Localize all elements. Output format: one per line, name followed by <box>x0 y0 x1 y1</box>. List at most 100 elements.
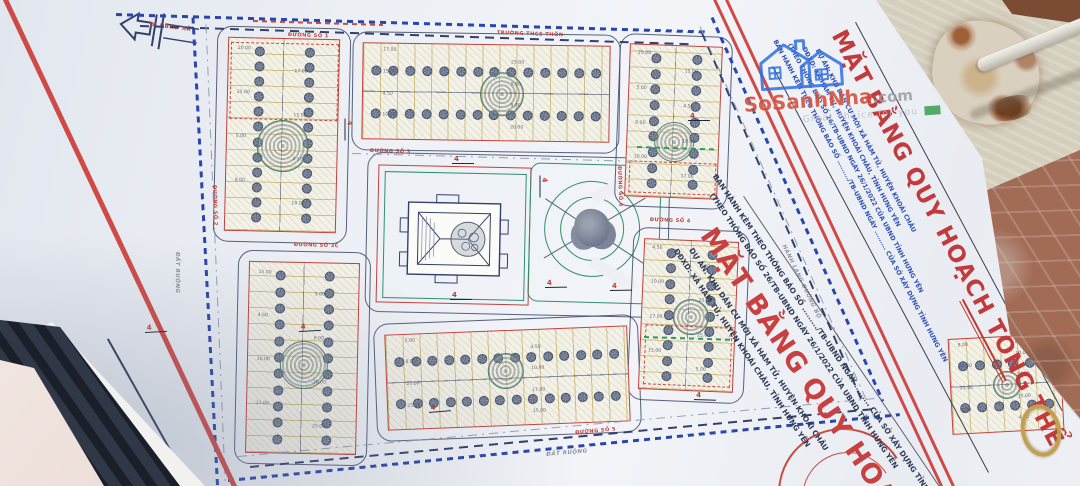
tree-icon <box>303 92 314 103</box>
lot-dimension: 20.00 <box>698 298 712 305</box>
lot-dimension: 15.00 <box>258 269 272 275</box>
lot-dimension: 25.00 <box>311 423 326 430</box>
lot-dimension: 10.00 <box>531 365 545 372</box>
tree-icon <box>663 309 674 320</box>
tree-icon <box>322 369 333 380</box>
tree-icon <box>702 372 713 384</box>
lot-dimension: 10.00 <box>291 201 305 207</box>
boundary-dashed-line <box>249 407 878 468</box>
road-centerline <box>205 24 227 486</box>
tree-icon <box>252 152 263 163</box>
park-path <box>591 229 645 265</box>
section-marker-line <box>344 118 346 141</box>
school-label: TRƯỜNG THCS THÔN <box>496 30 564 39</box>
tree-icon <box>489 109 500 121</box>
section-marker: 4 <box>688 112 710 121</box>
section-marker-number: 4 <box>146 323 152 332</box>
lot-dimension: 5.00 <box>960 407 972 413</box>
tree-icon <box>443 354 455 366</box>
lot-dimension: 10.00 <box>650 279 665 286</box>
tree-icon <box>272 434 283 445</box>
tree-icon <box>690 85 702 97</box>
tree-icon <box>690 101 701 112</box>
tree-icon <box>254 91 265 102</box>
corridor-label: HÀNH LANG ĐƯỜNG BỘ <box>780 244 822 320</box>
tree-icon <box>273 368 284 379</box>
tree-icon <box>506 67 517 78</box>
tree-icon <box>689 132 700 144</box>
lot-dimension: 20.00 <box>312 380 327 386</box>
lot-dimension: 20.00 <box>237 45 251 51</box>
lot-dimension: 10.00 <box>256 357 270 363</box>
lot-dimension: 4.50 <box>683 104 694 110</box>
lot-dimension: 8.00 <box>635 120 646 126</box>
road-curb-frame <box>233 249 372 467</box>
tree-icon <box>321 418 332 430</box>
tree-icon <box>522 110 533 121</box>
tree-icon <box>324 271 335 282</box>
tree-icon <box>371 108 382 119</box>
section-marker-number: 4 <box>540 177 549 183</box>
tree-icon <box>993 401 1005 412</box>
tree-icon <box>254 61 266 72</box>
lot-dimension: 10.00 <box>382 112 396 119</box>
red-dashed-subzone <box>642 323 733 388</box>
section-marker-number: 4 <box>690 112 695 120</box>
tree-icon <box>321 435 332 446</box>
tree-icon <box>272 417 283 429</box>
tree-icon <box>253 136 264 148</box>
tree-icon <box>688 148 699 159</box>
boundary-dashed-line <box>115 13 706 34</box>
tree-icon <box>273 352 285 363</box>
section-marker-line <box>144 330 167 333</box>
tree-icon <box>648 131 659 142</box>
tree-icon <box>324 287 335 299</box>
lot-dimension: 25.00 <box>959 385 974 392</box>
tree-icon <box>976 402 988 413</box>
lot-dimension: 25.00 <box>407 402 421 409</box>
tree-icon <box>539 110 550 121</box>
road-curb-frame <box>212 25 352 245</box>
tree-icon <box>703 342 715 353</box>
tree-icon <box>472 109 483 120</box>
tree-icon <box>410 356 422 367</box>
lot-dimension: 25.00 <box>510 60 525 66</box>
tree-icon <box>274 336 285 347</box>
tree-icon <box>1008 358 1019 369</box>
lot-dimension: 15.00 <box>1017 393 1031 400</box>
tree-icon <box>428 397 440 409</box>
lot-dimension: 8.00 <box>699 264 711 270</box>
tree-icon <box>274 319 285 330</box>
tree-icon <box>304 62 315 73</box>
watermark-house-icon <box>759 39 844 92</box>
arrow-label: ĐI UBND XÃ <box>149 22 192 34</box>
tree-icon <box>460 354 471 365</box>
tree-icon <box>610 390 621 402</box>
lot-dimension: 25.00 <box>637 50 652 57</box>
boundary-dashed-line <box>191 17 220 486</box>
road-name-label: ĐƯỜNG SỐ 5 <box>575 426 617 436</box>
boundary-dashed-line <box>636 146 719 151</box>
tree-icon <box>660 371 672 382</box>
lot-dimension: 8.00 <box>405 359 416 366</box>
tree-icon <box>438 109 449 120</box>
public-building-drawing <box>382 171 527 301</box>
road-name-label: ĐƯỜNG SỐ 1 <box>287 32 329 40</box>
tree-icon <box>664 278 676 290</box>
lot-dimension: 20.00 <box>406 381 420 387</box>
tree-icon <box>301 168 312 179</box>
park-tree-cluster <box>573 208 611 248</box>
section-marker-line <box>450 299 472 300</box>
park-path <box>591 197 646 231</box>
tree-icon <box>707 264 718 276</box>
tree-icon <box>251 212 262 223</box>
lot-dimension: 20.00 <box>958 364 973 370</box>
tree-icon <box>461 396 473 407</box>
tree-icon <box>395 399 407 410</box>
tree-icon <box>650 84 661 95</box>
tree-icon <box>689 117 701 128</box>
tree-icon <box>275 270 286 281</box>
tree-icon <box>422 66 433 77</box>
tree-icon <box>703 357 714 368</box>
section-marker-line <box>452 163 474 164</box>
